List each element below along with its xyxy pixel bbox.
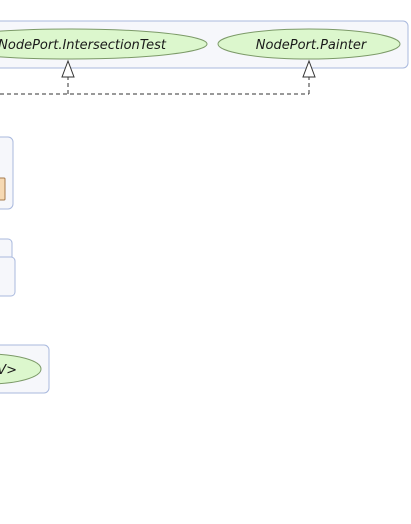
left-container-3	[0, 256, 16, 297]
interface-node-generic[interactable]: V>	[0, 353, 42, 385]
realization-arrowhead-icon	[302, 59, 316, 78]
interface-node-intersectiontest[interactable]: NodePort.IntersectionTest	[0, 28, 208, 60]
interface-node-painter[interactable]: NodePort.Painter	[217, 28, 401, 60]
interface-label: NodePort.IntersectionTest	[0, 38, 167, 53]
class-chip[interactable]	[0, 177, 6, 201]
interface-label: NodePort.Painter	[256, 38, 368, 53]
realization-edges	[0, 77, 310, 95]
interface-ellipse	[0, 353, 42, 385]
interface-label: V>	[0, 363, 17, 378]
interface-ellipse	[217, 28, 401, 60]
interface-ellipse	[0, 28, 208, 60]
realization-arrowhead-icon	[61, 59, 75, 78]
